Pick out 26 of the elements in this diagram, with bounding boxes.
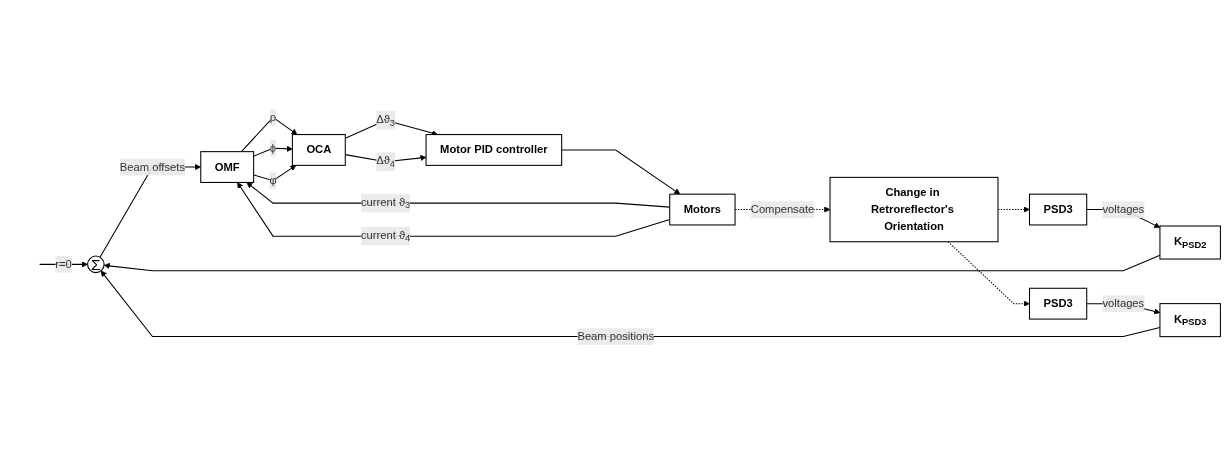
node-box: OCA	[291, 134, 346, 166]
edge-label: ρ	[269, 111, 277, 124]
edge-label: Beam positions	[577, 330, 654, 343]
node-box: PSD3	[1028, 193, 1088, 226]
node-box: Motors	[669, 193, 736, 226]
node-box: K$_{PSD2}$	[1159, 225, 1221, 260]
edge-label: Δϑ$_{4}$	[376, 154, 396, 170]
arrow	[947, 241, 1030, 307]
edge-label: current ϑ$_{3}$	[361, 195, 411, 211]
node-box: Change in Retroreflector's Orientation	[829, 176, 999, 243]
node-box: PSD3	[1028, 287, 1088, 320]
node-box: K$_{PSD3}$	[1159, 303, 1221, 338]
node-box: Motor PID controller	[425, 134, 563, 166]
arrow	[253, 145, 293, 157]
edge-label: Δϑ$_{3}$	[376, 112, 396, 128]
edge-label: voltages	[1102, 203, 1145, 216]
edge-label: current ϑ$_{4}$	[361, 228, 411, 244]
edge-label: voltages	[1102, 297, 1145, 310]
edge-label: ϕ	[269, 141, 277, 154]
node-circle: Σ	[87, 255, 105, 274]
edge-label: r=0	[55, 258, 72, 270]
node-box: OMF	[200, 151, 255, 183]
edge-label: Beam offsets	[119, 160, 186, 173]
arrow	[561, 149, 681, 195]
edge-label: Compensate	[750, 203, 815, 216]
edge-label: φ	[269, 174, 277, 187]
